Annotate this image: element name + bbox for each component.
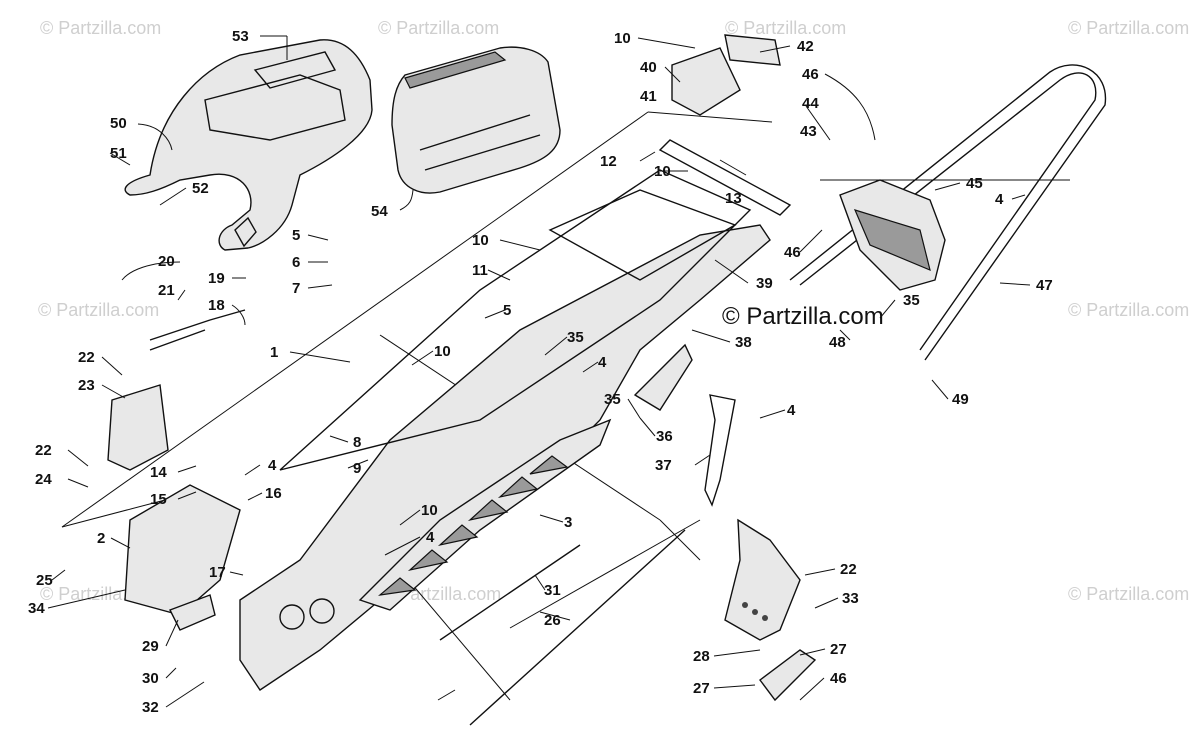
seat-part — [124, 39, 373, 251]
callout: 53 — [232, 28, 249, 45]
callout: 44 — [802, 95, 819, 112]
callout: 54 — [371, 203, 388, 220]
callout: 10 — [421, 502, 438, 519]
callout: 34 — [28, 600, 45, 617]
callout: 11 — [472, 262, 488, 279]
callout: 23 — [78, 377, 95, 394]
watermark: © Partzilla.com — [378, 18, 499, 38]
foot-plate-part — [724, 518, 817, 702]
callout: 47 — [1036, 277, 1053, 294]
callout: 10 — [434, 343, 451, 360]
side-panel-part — [633, 343, 736, 507]
front-bracket-part — [124, 484, 241, 631]
rod-part — [439, 529, 686, 726]
callout: 46 — [784, 244, 801, 261]
callout: 5 — [292, 227, 300, 244]
callout: 26 — [544, 612, 561, 629]
callout: 4 — [995, 191, 1004, 208]
callout: 45 — [966, 175, 983, 192]
callout: 27 — [693, 680, 710, 697]
callout: 39 — [756, 275, 773, 292]
callout: 33 — [842, 590, 859, 607]
callout: 46 — [802, 66, 819, 83]
callout: 32 — [142, 699, 159, 716]
callout: 22 — [35, 442, 52, 459]
callout: 40 — [640, 59, 657, 76]
callout: 1 — [270, 344, 278, 361]
rear-bumper-part — [789, 64, 1107, 361]
callout: 25 — [36, 572, 53, 589]
watermark-group: © Partzilla.com © Partzilla.com © Partzi… — [38, 18, 1189, 604]
callout: 10 — [654, 163, 671, 180]
callout: 5 — [503, 302, 511, 319]
callout: 8 — [353, 434, 361, 451]
callout: 37 — [655, 457, 672, 474]
leader-lines — [47, 35, 1031, 708]
callout: 7 — [292, 280, 300, 297]
watermark: © Partzilla.com — [1068, 300, 1189, 320]
callout: 29 — [142, 638, 159, 655]
callout: 31 — [544, 582, 561, 599]
callout: 17 — [209, 564, 226, 581]
callout: 43 — [800, 123, 817, 140]
callout: 46 — [830, 670, 847, 687]
callout: 28 — [693, 648, 710, 665]
watermark: © Partzilla.com — [38, 300, 159, 320]
callout: 13 — [725, 190, 742, 207]
callout: 48 — [829, 334, 846, 351]
callout: 35 — [567, 329, 584, 346]
callout: 50 — [110, 115, 127, 132]
callout: 4 — [787, 402, 796, 419]
callout: 10 — [614, 30, 631, 47]
callout: 41 — [640, 88, 657, 105]
callout: 35 — [604, 391, 621, 408]
callout: 16 — [265, 485, 282, 502]
callout: 12 — [600, 153, 617, 170]
callout: 4 — [426, 529, 435, 546]
callout: 30 — [142, 670, 159, 687]
watermark: © Partzilla.com — [1068, 584, 1189, 604]
callout: 21 — [158, 282, 175, 299]
watermark-center: © Partzilla.com — [722, 303, 884, 330]
snow-flap-part — [839, 179, 946, 291]
callout: 6 — [292, 254, 300, 271]
callout: 42 — [797, 38, 814, 55]
callout: 18 — [208, 297, 225, 314]
callout: 35 — [903, 292, 920, 309]
bracket-part — [107, 309, 246, 471]
tunnel-part — [239, 169, 771, 691]
callout: 15 — [150, 491, 167, 508]
rear-hardware-part — [658, 34, 792, 216]
callout: 51 — [110, 145, 127, 162]
callout: 38 — [735, 334, 752, 351]
callout: 52 — [192, 180, 209, 197]
callout: 49 — [952, 391, 969, 408]
callout: 4 — [598, 354, 607, 371]
callout: 20 — [158, 253, 175, 270]
callout: 14 — [150, 464, 167, 481]
callout: 3 — [564, 514, 572, 531]
callout: 22 — [78, 349, 95, 366]
running-board-part — [358, 418, 612, 611]
callout-group: 53 50 51 52 54 10 42 40 41 46 44 43 12 1… — [28, 28, 1053, 716]
callout: 27 — [830, 641, 847, 658]
callout: 9 — [353, 460, 361, 477]
watermark: © Partzilla.com — [725, 18, 846, 38]
watermark: © Partzilla.com — [1068, 18, 1189, 38]
callout: 4 — [268, 457, 277, 474]
callout: 22 — [840, 561, 857, 578]
callout: 19 — [208, 270, 225, 287]
callout: 24 — [35, 471, 52, 488]
callout: 10 — [472, 232, 489, 249]
callout: 2 — [97, 530, 105, 547]
callout: 36 — [656, 428, 673, 445]
watermark: © Partzilla.com — [40, 18, 161, 38]
storage-bag-part — [391, 46, 561, 194]
